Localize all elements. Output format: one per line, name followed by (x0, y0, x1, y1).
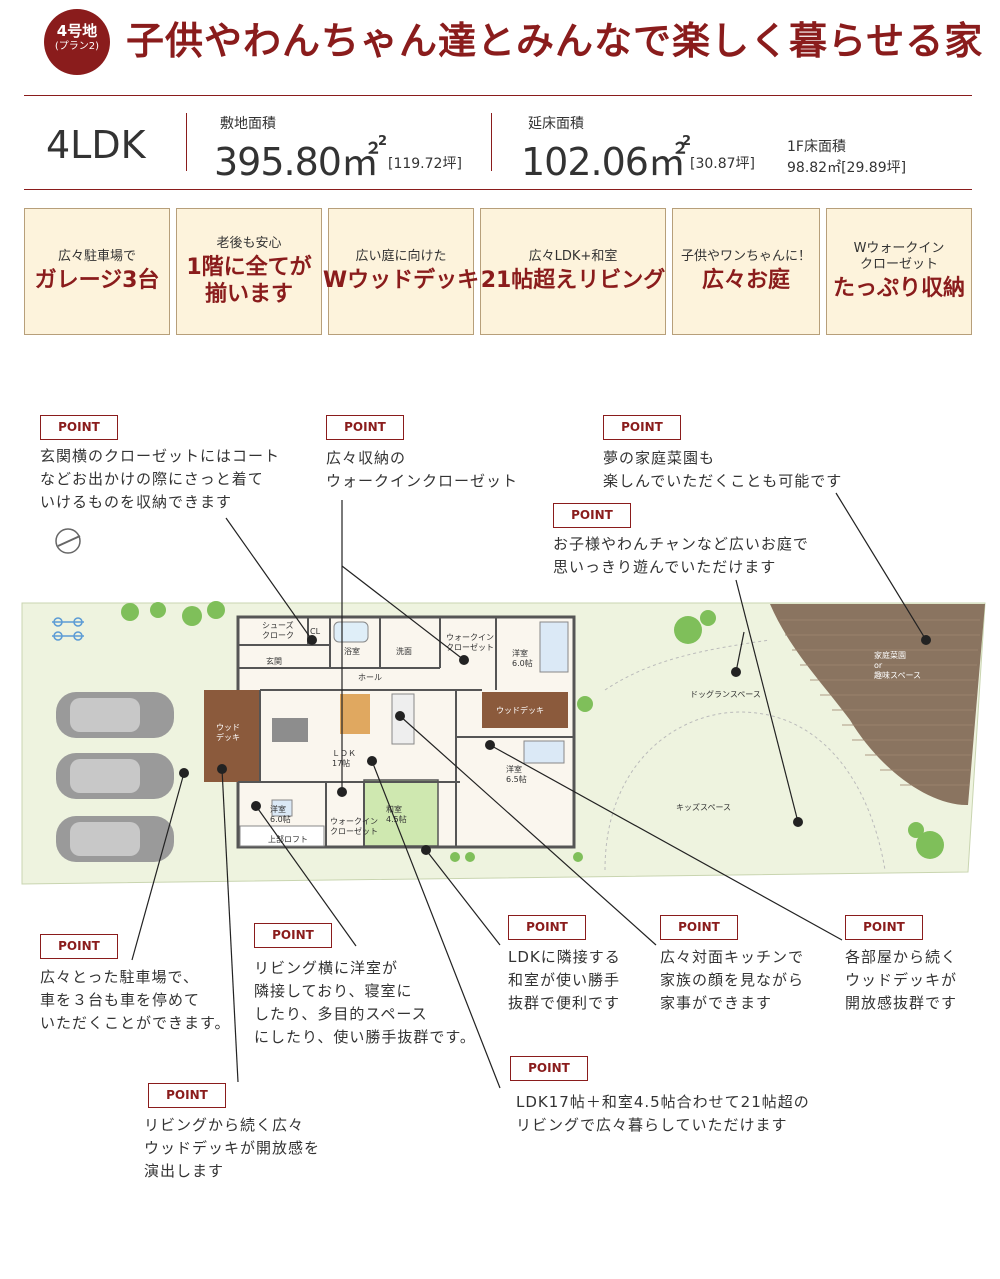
lot-badge: 4号地 (プラン2) (44, 9, 110, 75)
feature-sub: Wウォークイン クローゼット (853, 241, 945, 272)
point-tag: POINT (845, 915, 923, 940)
feature-sub: 子供やワンちゃんに！ (680, 249, 811, 264)
point-tag: POINT (40, 934, 118, 959)
feature-storage: Wウォークイン クローゼット たっぷり収納 (826, 208, 972, 335)
bicycle-icons (52, 617, 84, 641)
feature-sub: 広々駐車場で (57, 249, 136, 264)
bathtub (333, 621, 369, 643)
point-tag: POINT (660, 915, 738, 940)
label-bath: 浴室 (344, 646, 360, 656)
loft (239, 825, 325, 847)
point-tag: POINT (510, 1056, 588, 1081)
leader-dots (179, 635, 931, 855)
label-cl: CL (310, 627, 321, 636)
feature-sub: 老後も安心 (216, 235, 282, 251)
floor-area-value: 102.06㎡ (521, 140, 686, 184)
point-tag: POINT (148, 1083, 226, 1108)
point-tag: POINT (40, 415, 118, 440)
label-deck-w: ウッドデッキ (216, 723, 240, 742)
compass-icon (55, 528, 81, 554)
point-text-washitsu: LDKに隣接する 和室が使い勝手 抜群で便利です (508, 948, 621, 1012)
label-shoes: シューズクローク (262, 620, 294, 640)
feature-main: 広々お庭 (701, 268, 790, 293)
garden-rows (780, 619, 980, 786)
leader-lines (131, 492, 927, 1089)
point-text-deck: 各部屋から続く ウッドデッキが 開放感抜群です (845, 948, 958, 1012)
feature-living: 広々LDK+和室 21帖超えリビング (480, 208, 666, 335)
point-text-living-deck: リビングから続く広々 ウッドデッキが開放感を 演出します (144, 1116, 321, 1180)
feature-main: 21帖超えリビング (480, 268, 666, 293)
page-title: 子供やわんちゃん達とみんなで楽しく暮らせる家 (126, 19, 984, 63)
bed (539, 621, 569, 673)
feature-garage: 広々駐車場で ガレージ3台 (24, 208, 170, 335)
point-text-wic: 広々収納の ウォークインクローゼット (326, 449, 519, 490)
label-kids: キッズスペース (676, 802, 731, 812)
point-tag: POINT (508, 915, 586, 940)
layout-type: 4LDK (46, 123, 146, 167)
label-dogrun: ドッグランスペース (690, 689, 761, 699)
spec-divider (186, 113, 187, 171)
kids-space-border (604, 711, 886, 871)
sofa (272, 718, 308, 742)
point-tag: POINT (603, 415, 681, 440)
first-floor-value: 98.82㎡[29.89坪] (787, 160, 907, 176)
point-text-parking: 広々とった駐車場で、 車を３台も車を停めて いただくことができます。 (40, 968, 231, 1032)
site-area-value: 395.80㎡ (214, 140, 379, 184)
header-rule-top (24, 95, 972, 96)
point-text-living: LDK17帖＋和室4.5帖合わせて21帖超の リビングで広々暮らしていただけます (516, 1093, 810, 1134)
dogrun-border (604, 639, 771, 691)
label-wash: 洗面 (396, 646, 412, 656)
feature-sub: 広い庭に向けた (355, 249, 447, 264)
site-area-label: 敷地面積 (220, 116, 276, 132)
feature-main: たっぷり収納 (832, 276, 965, 301)
point-tag: POINT (326, 415, 404, 440)
header-rule-bottom (24, 189, 972, 190)
feature-main: Wウッドデッキ (322, 268, 480, 293)
feature-main: 1階に全てが 揃います (186, 254, 312, 307)
feature-main: ガレージ3台 (34, 268, 160, 293)
trees (121, 601, 944, 862)
floor-area-label: 延床面積 (528, 116, 584, 132)
site-area-sup: 2 (378, 134, 388, 149)
lot-number: 4号地 (56, 22, 98, 40)
point-text-closet: 玄関横のクローゼットにはコート などお出かけの際にさっと着て いけるものを収納で… (40, 447, 281, 511)
point-text-garden: 夢の家庭菜園も 楽しんでいただくことも可能です (603, 449, 843, 490)
label-deck-e: ウッドデッキ (496, 705, 544, 715)
label-hall: ホール (358, 673, 382, 682)
label-wic: ウォークインクローゼット (446, 633, 494, 652)
floor-area-tsubo: [30.87坪] (690, 156, 756, 172)
point-text-yard: お子様やわんチャンなど広いお庭で 思いっきり遊んでいただけます (553, 535, 809, 576)
point-text-western-room: リビング横に洋室が 隣接しており、寝室に したり、多目的スペース にしたり、使い… (254, 959, 476, 1046)
dining-table (340, 694, 370, 734)
spec-divider (491, 113, 492, 171)
feature-wood-deck: 広い庭に向けた Wウッドデッキ (323, 208, 479, 335)
point-tag: POINT (254, 923, 332, 948)
label-wic2: ウォークインクローゼット (330, 817, 378, 836)
west-deck (204, 690, 260, 782)
cars (56, 692, 174, 862)
lot-plan: (プラン2) (54, 41, 100, 52)
bed (523, 740, 565, 764)
floor-area-sup: 2 (682, 134, 692, 149)
feature-sub: 広々LDK+和室 (528, 249, 618, 264)
feature-garden: 子供やワンちゃんに！ 広々お庭 (672, 208, 820, 335)
label-loft: 上部ロフト (268, 834, 308, 844)
first-floor-label: 1F床面積 (787, 139, 846, 155)
house-footprint (204, 615, 576, 849)
bed (271, 799, 293, 817)
site-area-tsubo: [119.72坪] (388, 156, 462, 172)
point-tag: POINT (553, 503, 631, 528)
feature-single-floor: 老後も安心 1階に全てが 揃います (176, 208, 322, 335)
east-deck (482, 692, 568, 728)
point-text-kitchen: 広々対面キッチンで 家族の顔を見ながら 家事ができます (660, 948, 805, 1012)
label-entrance: 玄関 (266, 656, 282, 666)
